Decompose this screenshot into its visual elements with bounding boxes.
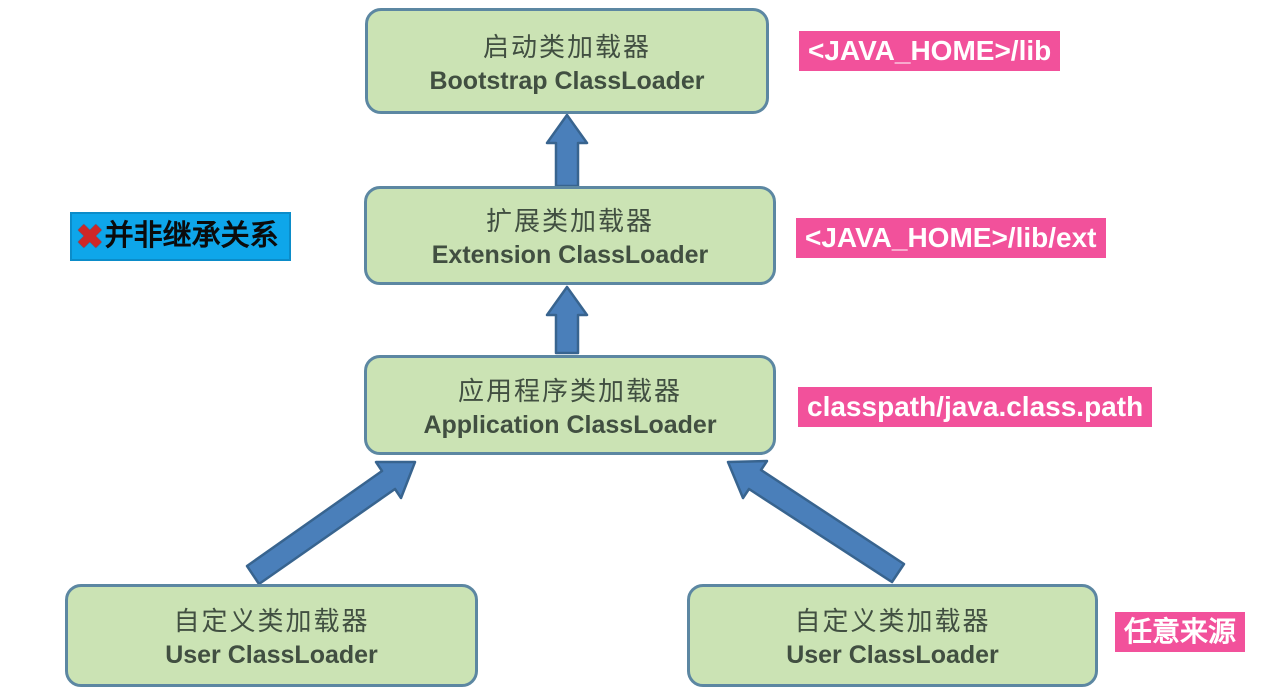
node-bootstrap-label-en: Bootstrap ClassLoader xyxy=(429,66,705,95)
arrow-extension-to-bootstrap xyxy=(545,113,589,188)
node-user-left-label-zh: 自定义类加载器 xyxy=(173,606,370,636)
arrow-application-to-extension xyxy=(545,285,589,355)
arrow-userleft-to-application xyxy=(245,460,417,586)
node-extension-label-zh: 扩展类加载器 xyxy=(485,206,654,236)
annotation-text: 并非继承关系 xyxy=(104,220,279,252)
path-label-bootstrap: <JAVA_HOME>/lib xyxy=(799,31,1061,71)
node-application-label-zh: 应用程序类加载器 xyxy=(457,375,682,406)
node-user-classloader-right: 自定义类加载器 User ClassLoader xyxy=(687,584,1098,687)
node-user-right-label-en: User ClassLoader xyxy=(786,641,999,669)
node-application-classloader: 应用程序类加载器 Application ClassLoader xyxy=(364,355,776,455)
node-user-classloader-left: 自定义类加载器 User ClassLoader xyxy=(65,584,478,687)
node-application-label-en: Application ClassLoader xyxy=(423,410,717,439)
path-label-application: classpath/java.class.path xyxy=(798,387,1153,427)
path-label-user-source: 任意来源 xyxy=(1115,612,1246,652)
path-label-extension: <JAVA_HOME>/lib/ext xyxy=(796,218,1106,258)
node-bootstrap-label-zh: 启动类加载器 xyxy=(482,31,651,62)
node-extension-label-en: Extension ClassLoader xyxy=(431,241,709,269)
node-user-right-label-zh: 自定义类加载器 xyxy=(794,606,991,636)
node-user-left-label-en: User ClassLoader xyxy=(165,641,378,669)
node-bootstrap-classloader: 启动类加载器 Bootstrap ClassLoader xyxy=(365,8,769,114)
annotation-not-inheritance: ✖并非继承关系 xyxy=(70,212,291,261)
arrow-userright-to-application xyxy=(726,459,906,584)
node-extension-classloader: 扩展类加载器 Extension ClassLoader xyxy=(364,186,776,285)
cross-icon: ✖ xyxy=(76,218,104,255)
